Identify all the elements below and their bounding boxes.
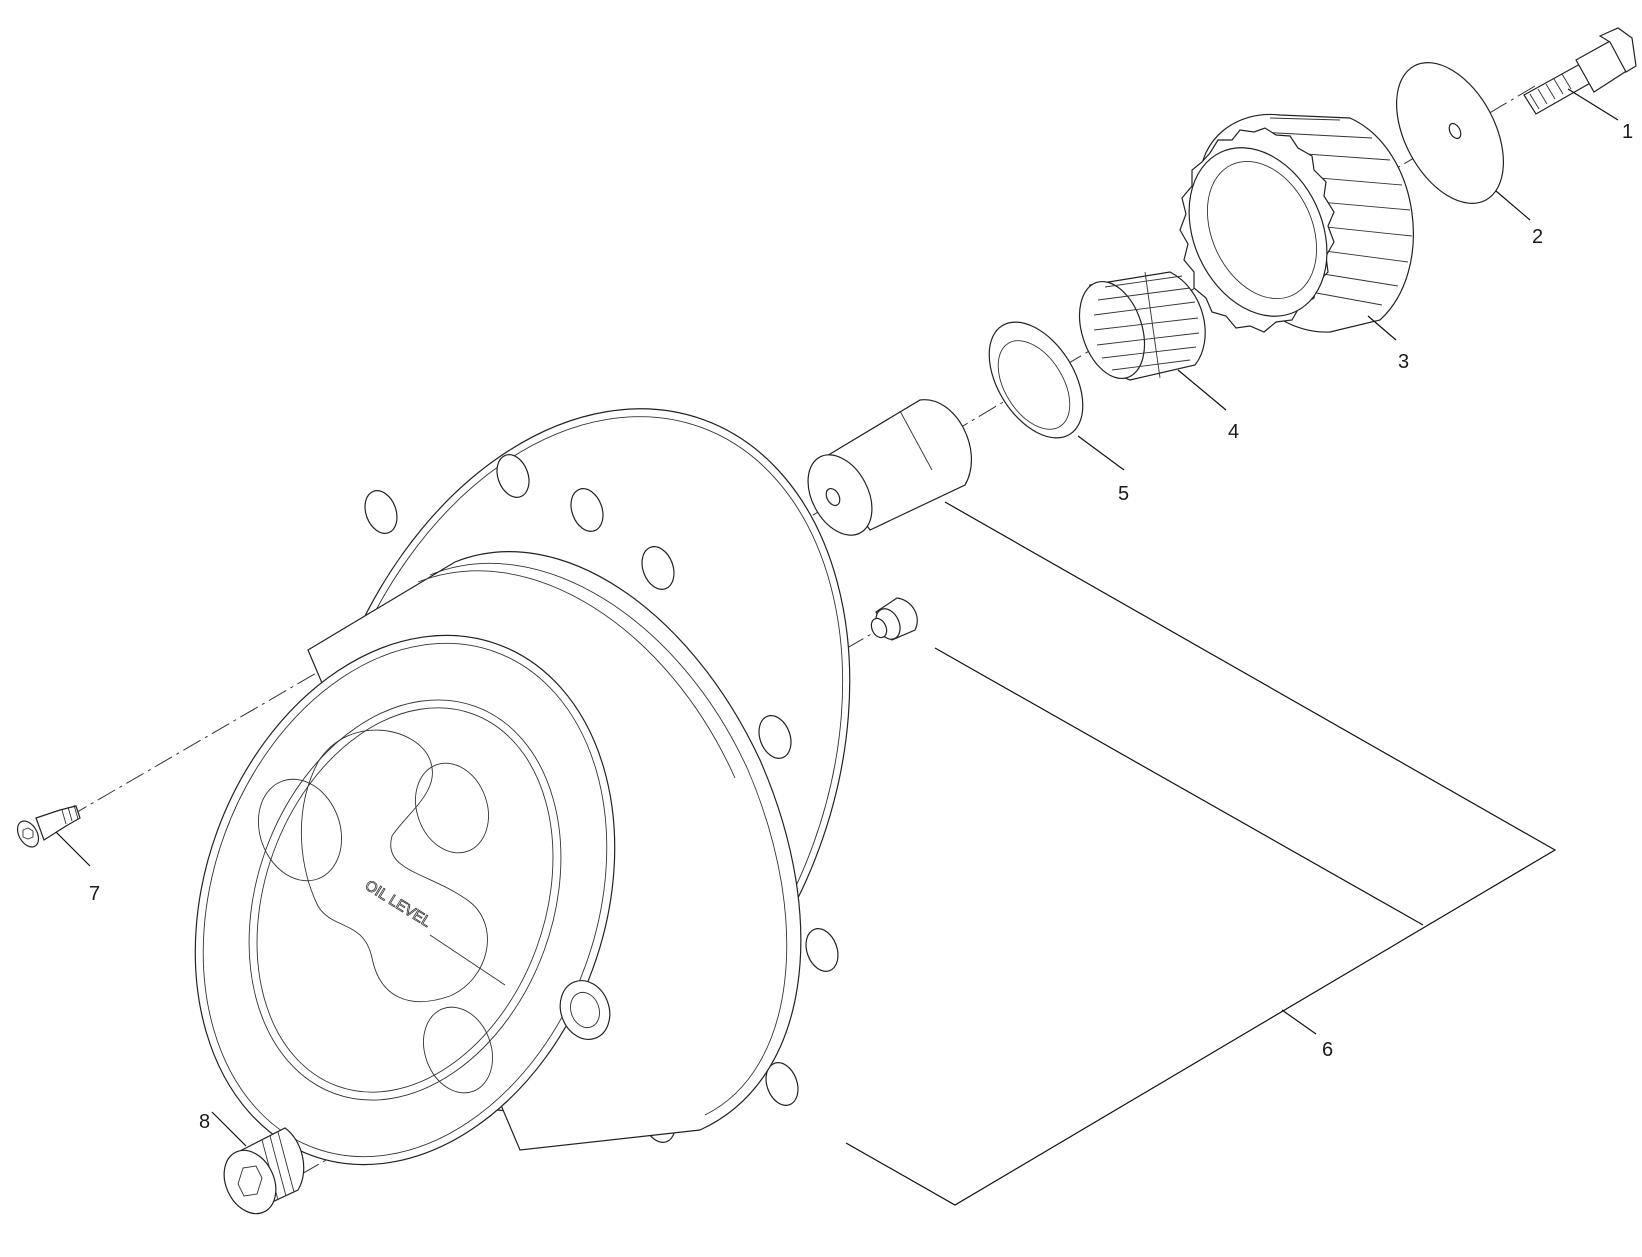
flat-washer-5 bbox=[988, 321, 1084, 439]
thrust-washer bbox=[1395, 62, 1505, 204]
dowel-pin bbox=[870, 597, 918, 641]
splined-coupling bbox=[1078, 271, 1206, 381]
countersunk-screw bbox=[16, 804, 81, 848]
hub-housing: OIL LEVEL bbox=[194, 408, 851, 1166]
callout-8: 8 bbox=[199, 1111, 210, 1133]
callout-2: 2 bbox=[1532, 226, 1543, 248]
callout-6: 6 bbox=[1322, 1039, 1333, 1061]
callout-4: 4 bbox=[1228, 421, 1239, 443]
callout-3: 3 bbox=[1398, 351, 1409, 373]
spur-gear bbox=[1179, 113, 1414, 333]
hex-bolt bbox=[1523, 27, 1637, 115]
leader-lines bbox=[55, 88, 1619, 1206]
callout-7: 7 bbox=[89, 883, 100, 905]
callout-labels: 1 2 3 4 5 6 7 8 bbox=[89, 121, 1633, 1133]
callout-1: 1 bbox=[1622, 121, 1633, 143]
spacer-cylinder bbox=[807, 399, 972, 536]
callout-5: 5 bbox=[1118, 483, 1129, 505]
hex-socket-plug bbox=[223, 1127, 305, 1215]
